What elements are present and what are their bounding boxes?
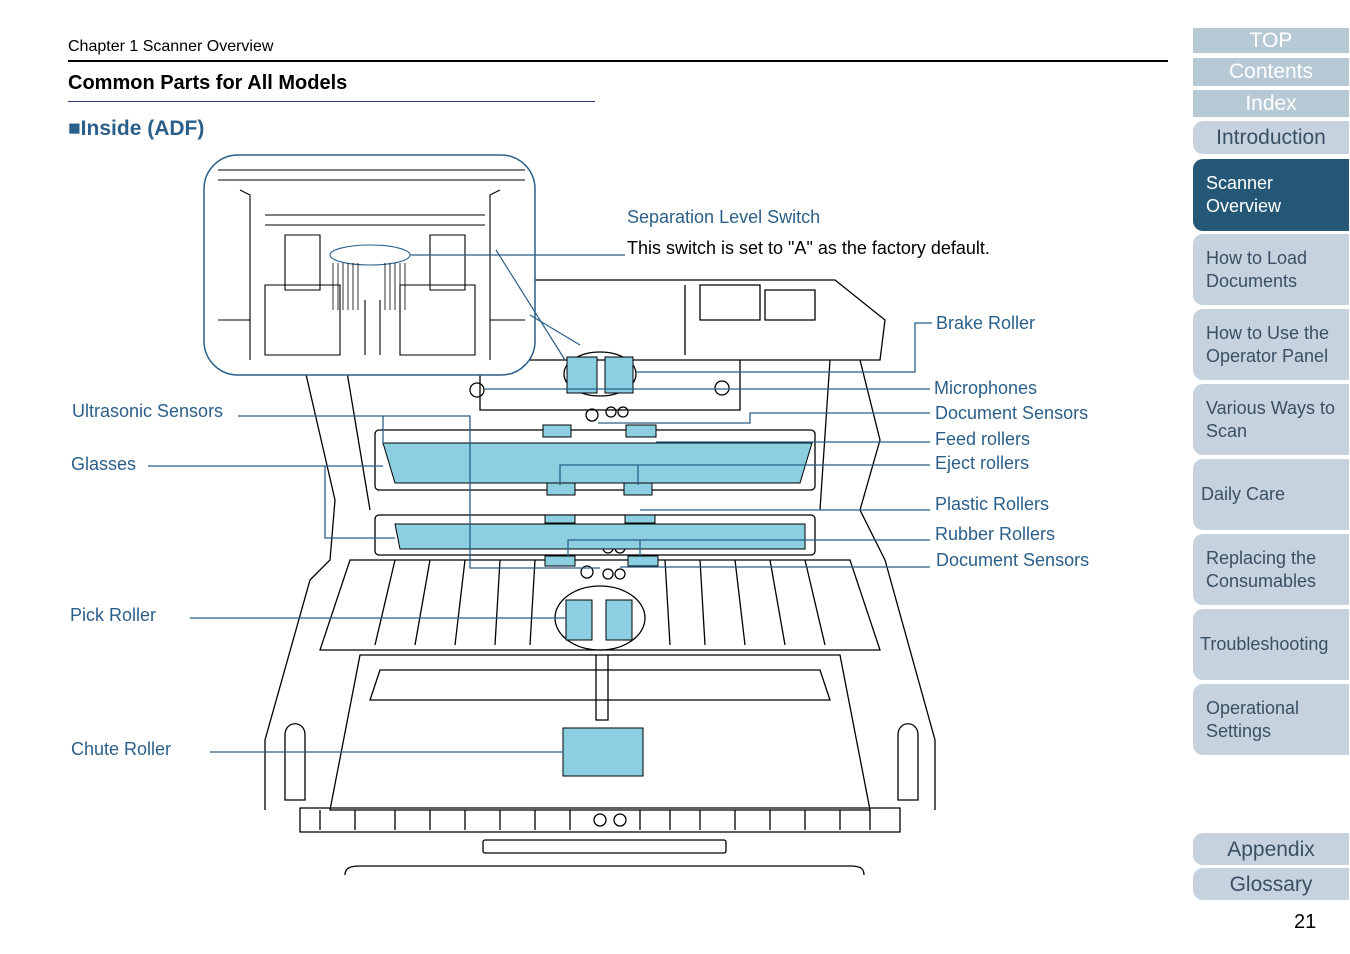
callout-document-sensors-top: Document Sensors — [935, 403, 1089, 423]
nav-tab-troubleshooting[interactable]: Troubleshooting — [1193, 609, 1349, 680]
nav-tab-label: How to Load — [1206, 247, 1308, 268]
callout-separation-level-switch: Separation Level Switch — [627, 207, 821, 227]
nav-tab-label: Various Ways to — [1206, 397, 1336, 418]
nav-index-button[interactable]: Index — [1193, 90, 1349, 117]
nav-tab-label: Scanner — [1206, 173, 1274, 193]
callout-glasses: Glasses — [71, 454, 137, 474]
callout-chute-roller: Chute Roller — [71, 739, 172, 759]
callout-pick-roller: Pick Roller — [70, 605, 157, 625]
callout-separation-note: This switch is set to "A" as the factory… — [627, 238, 990, 258]
nav-tab-label: Overview — [1206, 196, 1282, 216]
nav-glossary-tab[interactable]: Glossary — [1193, 868, 1349, 900]
nav-tab-label: Troubleshooting — [1200, 634, 1329, 654]
callout-ultrasonic-sensors: Ultrasonic Sensors — [72, 401, 224, 421]
nav-top-button[interactable]: TOP — [1193, 28, 1349, 53]
nav-tab-label: Operational — [1206, 697, 1300, 718]
callout-brake-roller: Brake Roller — [936, 313, 1036, 333]
nav-contents-button[interactable]: Contents — [1193, 58, 1349, 86]
section-title: Common Parts for All Models — [68, 72, 348, 94]
nav-tab-label: Operator Panel — [1206, 345, 1329, 366]
callout-rubber-rollers: Rubber Rollers — [935, 524, 1056, 544]
callout-feed-rollers: Feed rollers — [935, 429, 1031, 449]
nav-introduction-tab[interactable]: Introduction — [1193, 121, 1349, 154]
callout-document-sensors-bottom: Document Sensors — [936, 550, 1090, 570]
nav-tab-label: Consumables — [1206, 570, 1317, 591]
callout-microphones: Microphones — [934, 378, 1038, 398]
nav-tab-daily-care[interactable]: Daily Care — [1193, 459, 1349, 530]
page-number: 21 — [1294, 911, 1317, 933]
subsection-title: ■Inside (ADF) — [68, 117, 205, 140]
header-divider — [68, 60, 1168, 62]
nav-tab-label: Daily Care — [1201, 484, 1286, 504]
nav-appendix-tab[interactable]: Appendix — [1193, 833, 1349, 865]
callout-eject-rollers: Eject rollers — [935, 453, 1030, 473]
callout-plastic-rollers: Plastic Rollers — [935, 494, 1050, 514]
nav-tab-label: Replacing the — [1206, 547, 1317, 568]
chapter-header: Chapter 1 Scanner Overview — [68, 38, 274, 55]
section-divider — [68, 101, 595, 102]
nav-tab-label: Scan — [1206, 420, 1248, 441]
nav-tab-label: Documents — [1206, 270, 1298, 291]
nav-tab-label: How to Use the — [1206, 322, 1330, 343]
nav-tab-label: Settings — [1206, 720, 1272, 741]
